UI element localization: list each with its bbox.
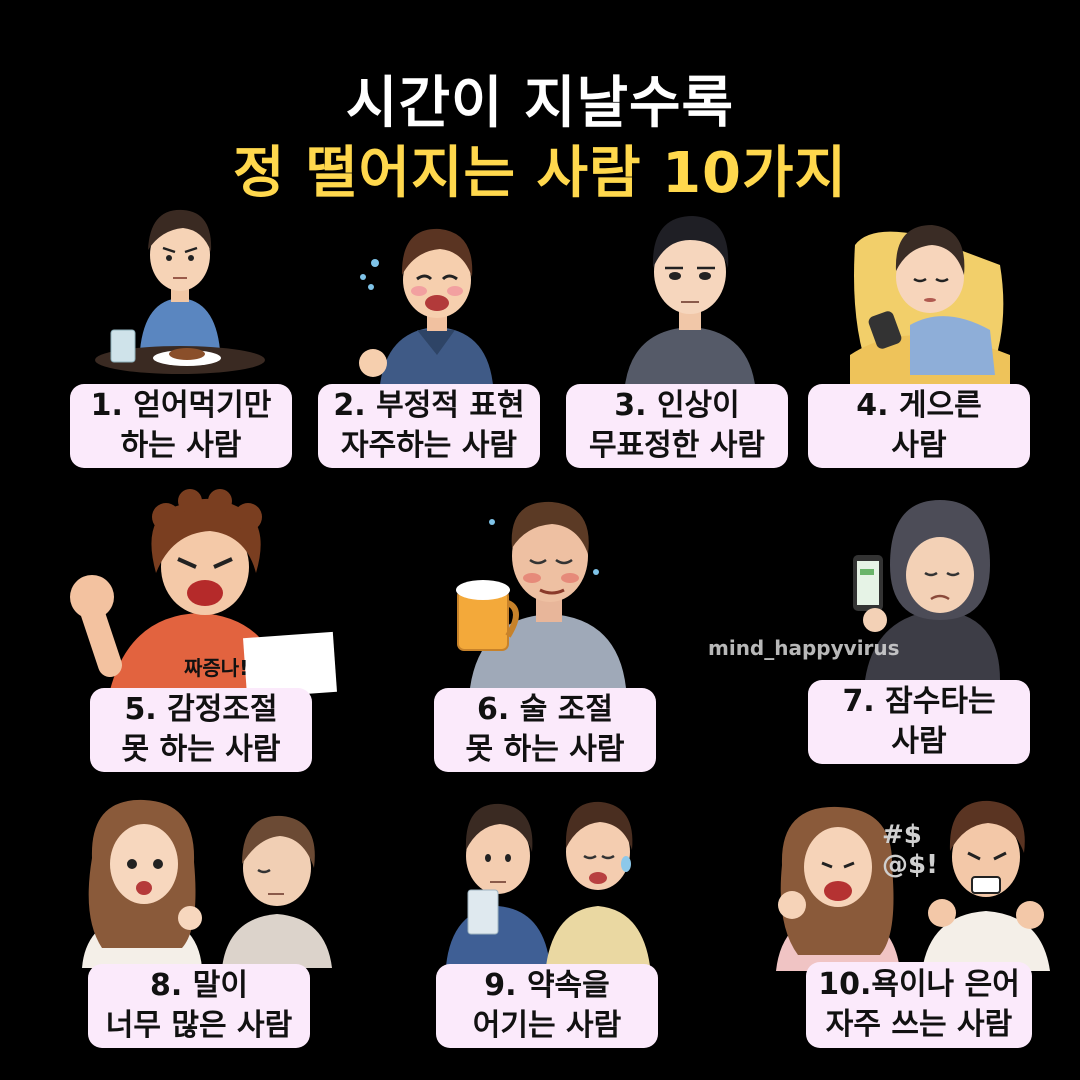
- curse-symbols: #$ @$!: [882, 820, 938, 880]
- item-2-line2: 자주하는 사람: [340, 428, 518, 463]
- item-5-line2: 못 하는 사람: [121, 732, 281, 767]
- item-8-line1: 8. 말이: [150, 968, 248, 1003]
- item-6-line1: 6. 술 조절: [477, 692, 613, 727]
- item-10-line1: 10.욕이나 은어: [818, 967, 1020, 1002]
- item-1-line1: 1. 얻어먹기만: [90, 388, 272, 423]
- two-men-waiting-icon: [446, 801, 650, 966]
- item-10-line2: 자주 쓰는 사람: [825, 1007, 1013, 1042]
- item-3-line1: 3. 인상이: [614, 388, 740, 423]
- title-line-2: 정 떨어지는 사람 10가지: [232, 141, 848, 206]
- title-line-1: 시간이 지날수록: [345, 71, 735, 136]
- angry-shouting-man-icon: [70, 489, 337, 699]
- item-label-2: 2. 부정적 표현 자주하는 사람: [318, 384, 540, 468]
- item-7-line2: 사람: [891, 724, 947, 759]
- man-sitting-at-table-icon: [95, 209, 265, 374]
- item-6-line2: 못 하는 사람: [465, 732, 625, 767]
- item-2-line1: 2. 부정적 표현: [333, 388, 525, 423]
- item-label-8: 8. 말이 너무 많은 사람: [88, 964, 310, 1048]
- item-9-line2: 어기는 사람: [472, 1008, 622, 1043]
- item-5-line1: 5. 감정조절: [124, 692, 278, 727]
- arguing-couple-icon: [776, 800, 1050, 971]
- crying-man-icon: [359, 228, 493, 385]
- speech-bubble-text: 짜증나!: [184, 656, 249, 680]
- man-lying-in-bed-icon: [850, 225, 1010, 385]
- item-8-line2: 너무 많은 사람: [105, 1008, 293, 1043]
- item-3-line2: 무표정한 사람: [588, 428, 766, 463]
- hooded-person-with-phone-icon: [853, 500, 1000, 680]
- item-9-line1: 9. 약속을: [484, 968, 610, 1003]
- item-1-line2: 하는 사람: [120, 428, 242, 463]
- item-label-6: 6. 술 조절 못 하는 사람: [434, 688, 656, 772]
- item-label-10: 10.욕이나 은어 자주 쓰는 사람: [806, 962, 1032, 1048]
- item-label-1: 1. 얻어먹기만 하는 사람: [70, 384, 292, 468]
- item-label-7: 7. 잠수타는 사람: [808, 680, 1030, 764]
- expressionless-man-icon: [625, 216, 755, 385]
- talking-woman-and-man-icon: [82, 799, 332, 968]
- watermark: mind_happyvirus: [708, 636, 900, 660]
- drunk-man-with-beer-icon: [456, 501, 626, 688]
- item-label-3: 3. 인상이 무표정한 사람: [566, 384, 788, 468]
- item-label-5: 5. 감정조절 못 하는 사람: [90, 688, 312, 772]
- item-label-9: 9. 약속을 어기는 사람: [436, 964, 658, 1048]
- item-7-line1: 7. 잠수타는: [842, 684, 996, 719]
- item-4-line2: 사람: [891, 428, 947, 463]
- item-label-4: 4. 게으른 사람: [808, 384, 1030, 468]
- item-4-line1: 4. 게으른: [856, 388, 982, 423]
